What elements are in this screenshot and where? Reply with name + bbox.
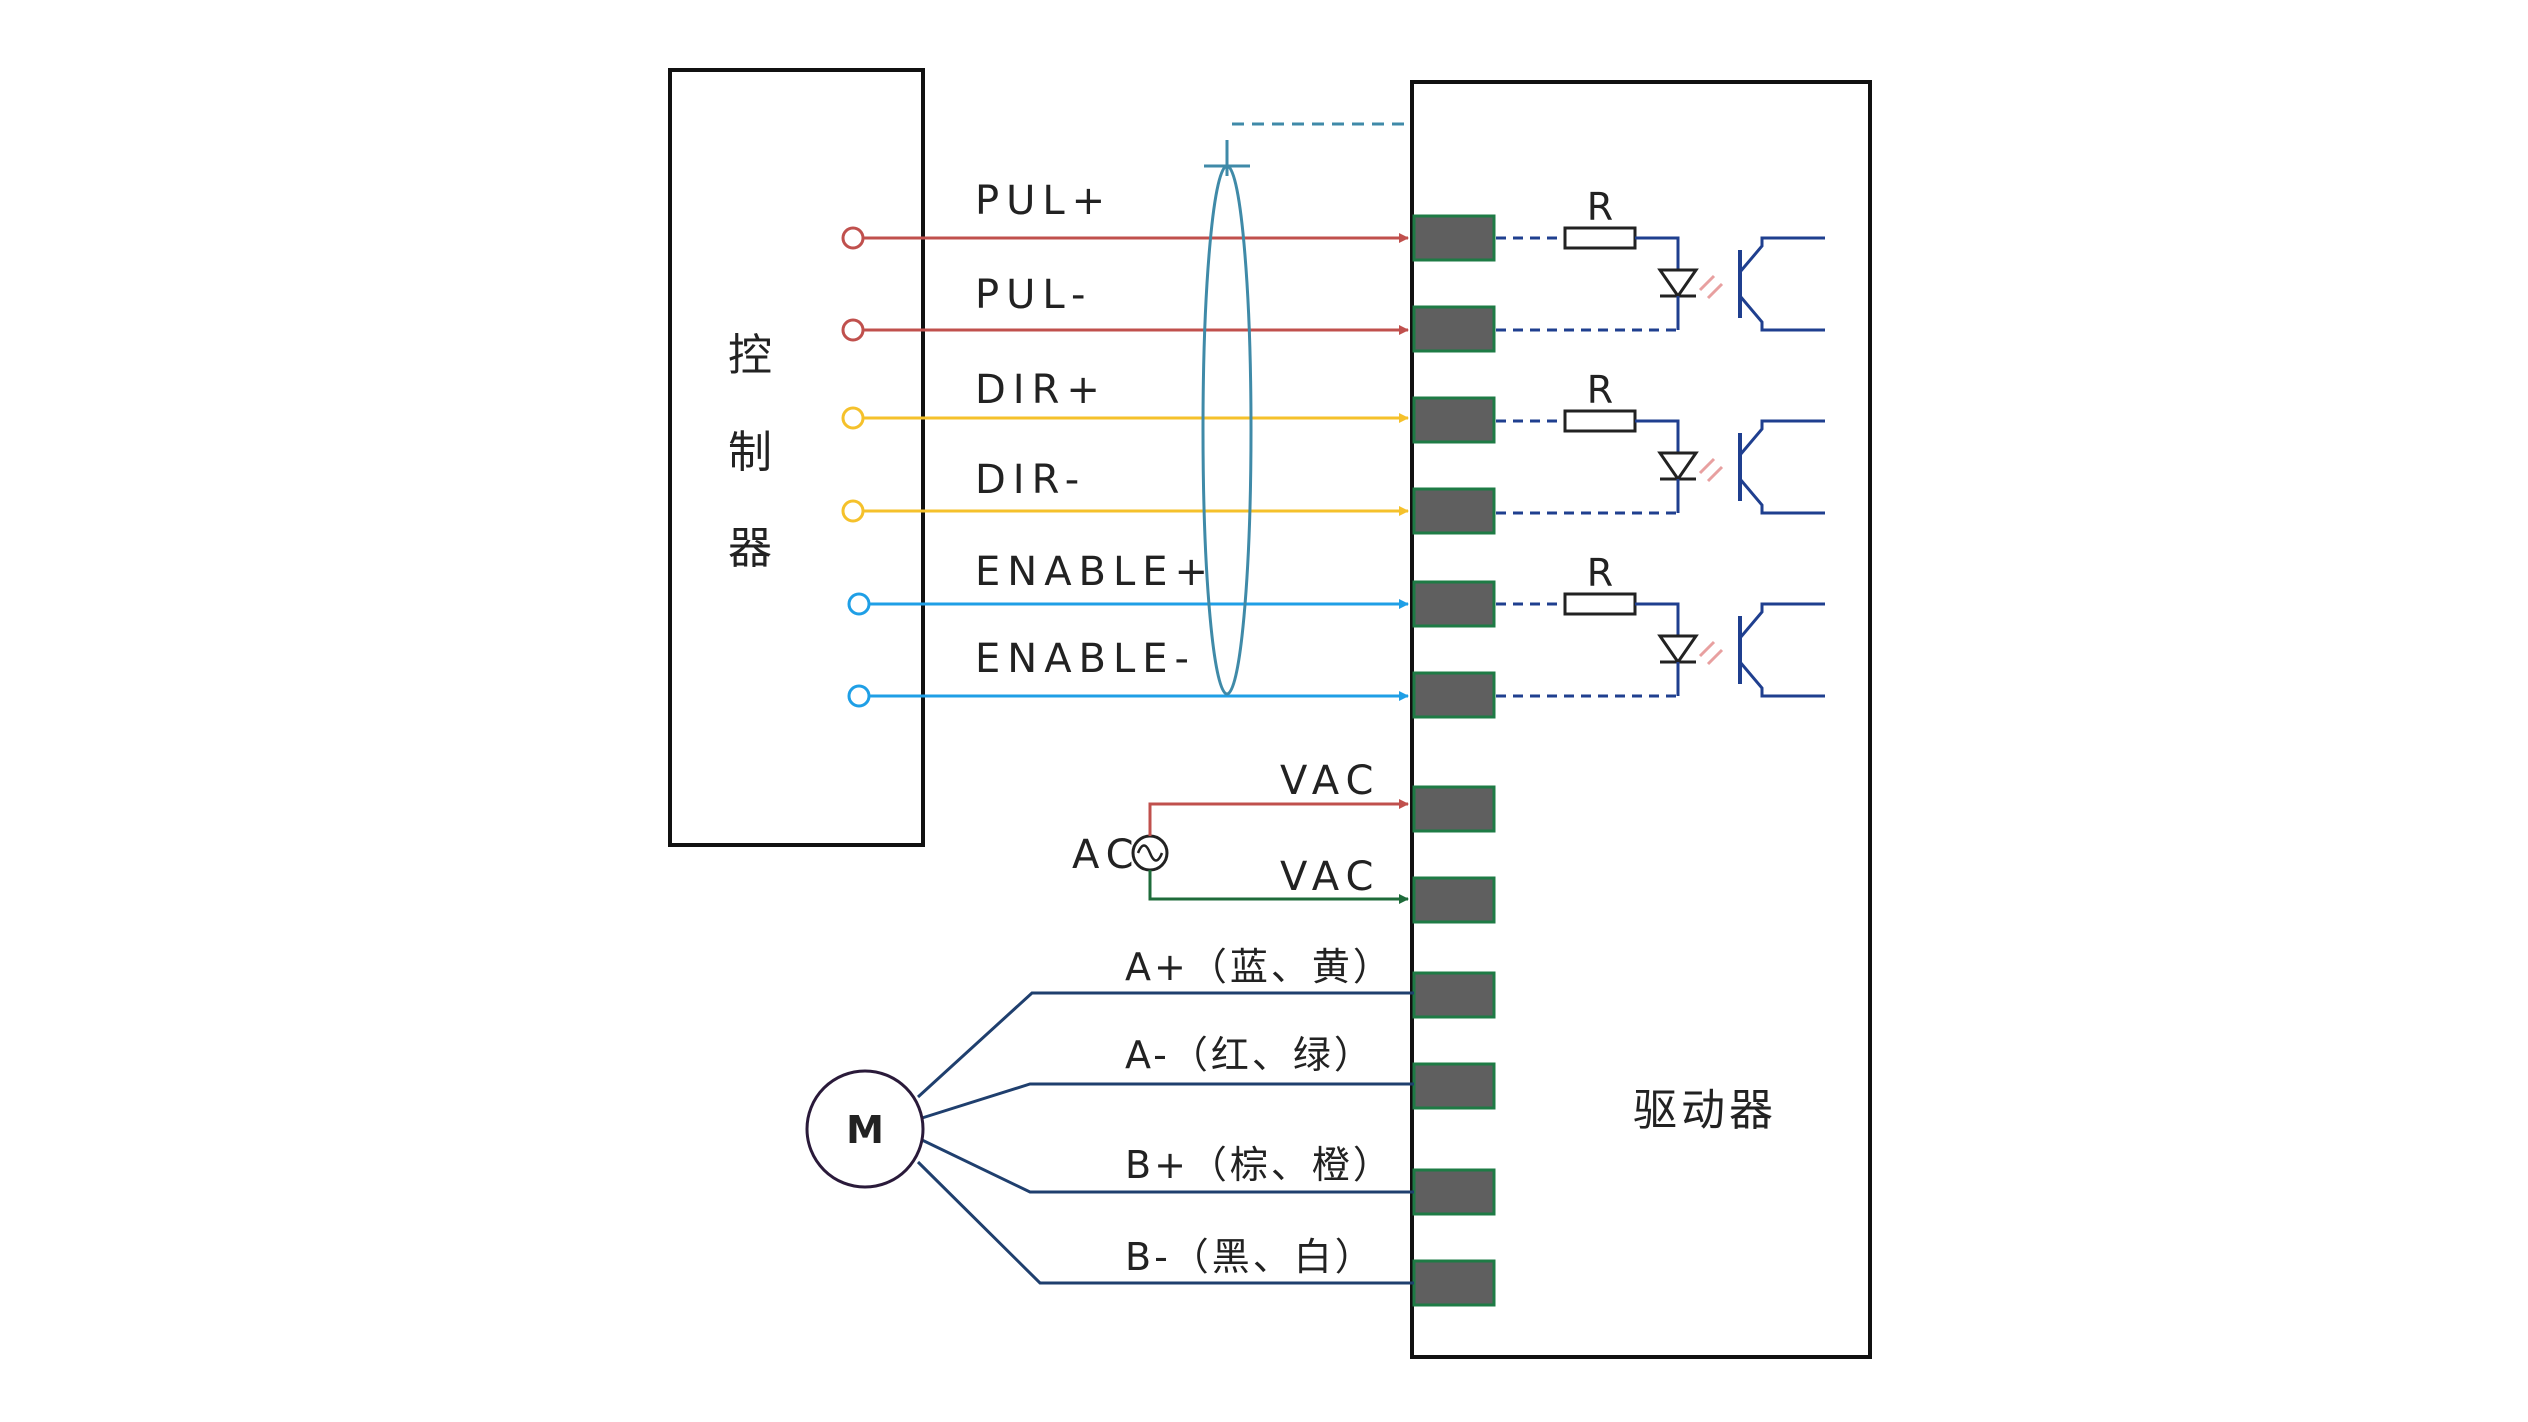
pul-plus-terminal-circle [841, 226, 865, 250]
terminal-a-minus [1412, 1062, 1496, 1110]
terminal-a-plus [1412, 971, 1496, 1019]
controller-label-3: 器 [728, 523, 772, 574]
opto-1-led-diode-icon [1657, 268, 1699, 299]
opto-1-resistor-label: R [1587, 185, 1613, 229]
motor-wire-b-minus [916, 1160, 1414, 1285]
shield-cable-ellipse [1201, 164, 1253, 696]
driver-terminals [1412, 214, 1496, 1307]
opto-2-resistor-label: R [1587, 368, 1613, 412]
controller-label-2: 制 [728, 427, 772, 478]
terminal-dir-minus [1412, 487, 1496, 535]
terminal-b-plus [1412, 1168, 1496, 1216]
signal-lines: PUL+ PUL- DIR+ DIR- ENABLE+ ENABLE- [841, 178, 1409, 708]
dir-minus-label: DIR- [975, 457, 1086, 503]
pul-plus-label: PUL+ [975, 178, 1112, 224]
opto-3-led-diode-icon [1657, 634, 1699, 665]
motor-wire-a-plus [916, 991, 1414, 1099]
terminal-vac-2 [1412, 876, 1496, 924]
opto-2-led-wire [1635, 419, 1680, 453]
controller-box [668, 68, 925, 847]
opto-3-light-arrow-1 [1698, 640, 1716, 658]
opto-3-led-wire [1635, 602, 1680, 636]
motor-section: M A+（蓝、黄） A-（红、绿） B+（棕、橙） B-（黑、白） [805, 945, 1414, 1285]
opto-2-led-diode-icon [1657, 451, 1699, 482]
opto-2-light-arrow-2 [1706, 465, 1724, 483]
opto-3-light-arrow-2 [1706, 648, 1724, 666]
opto-1-light-arrow-1 [1698, 274, 1716, 292]
terminal-dir-plus [1412, 396, 1496, 444]
motor-label: M [846, 1108, 884, 1152]
enable-plus-label: ENABLE+ [975, 549, 1215, 595]
pul-minus-label: PUL- [975, 272, 1092, 318]
ac-sine-icon [1136, 844, 1164, 862]
terminal-pul-plus [1412, 214, 1496, 262]
phase-a-minus-label: A-（红、绿） [1125, 1033, 1375, 1077]
opto-2-transistor-emitter [1738, 478, 1825, 515]
motor-wire-a-minus [921, 1082, 1414, 1120]
driver-label: 驱动器 [1633, 1085, 1777, 1136]
dir-minus-terminal-circle [841, 499, 865, 523]
phase-b-plus-label: B+（棕、橙） [1125, 1143, 1394, 1187]
optocoupler-circuits: R R R [1496, 185, 1825, 698]
opto-3-transistor-emitter [1738, 661, 1825, 698]
phase-b-minus-label: B-（黑、白） [1125, 1235, 1376, 1279]
ac-source-label: AC [1072, 832, 1141, 878]
dir-plus-label: DIR+ [975, 367, 1107, 413]
power-section: AC VAC VAC [1072, 758, 1409, 904]
enable-minus-label: ENABLE- [975, 636, 1196, 682]
opto-2-light-arrow-1 [1698, 457, 1716, 475]
motor-icon [805, 1069, 925, 1189]
opto-1-led-wire [1635, 236, 1680, 270]
terminal-enable-minus [1412, 671, 1496, 719]
terminal-vac-1 [1412, 785, 1496, 833]
terminal-b-minus [1412, 1259, 1496, 1307]
pul-minus-terminal-circle [841, 318, 865, 342]
vac-1-wire [1148, 799, 1409, 836]
phase-a-plus-label: A+（蓝、黄） [1125, 945, 1394, 989]
vac-1-label: VAC [1280, 758, 1380, 804]
opto-1-transistor-emitter [1738, 295, 1825, 332]
opto-1-light-arrow-2 [1706, 282, 1724, 300]
opto-2-resistor [1563, 409, 1637, 433]
motor-wire-b-plus [921, 1138, 1414, 1194]
terminal-enable-plus [1412, 580, 1496, 628]
opto-1-resistor [1563, 226, 1637, 250]
opto-3-resistor-label: R [1587, 551, 1613, 595]
opto-3-resistor [1563, 592, 1637, 616]
terminal-pul-minus [1412, 305, 1496, 353]
enable-minus-terminal-circle [847, 684, 871, 708]
driver-box [1410, 80, 1872, 1359]
dir-plus-terminal-circle [841, 406, 865, 430]
controller-label-1: 控 [728, 330, 772, 381]
opto-3-transistor-collector [1738, 602, 1825, 639]
vac-2-label: VAC [1280, 854, 1380, 900]
enable-plus-terminal-circle [847, 592, 871, 616]
opto-1-transistor-collector [1738, 236, 1825, 273]
vac-2-wire [1148, 870, 1409, 904]
opto-2-transistor-collector [1738, 419, 1825, 456]
